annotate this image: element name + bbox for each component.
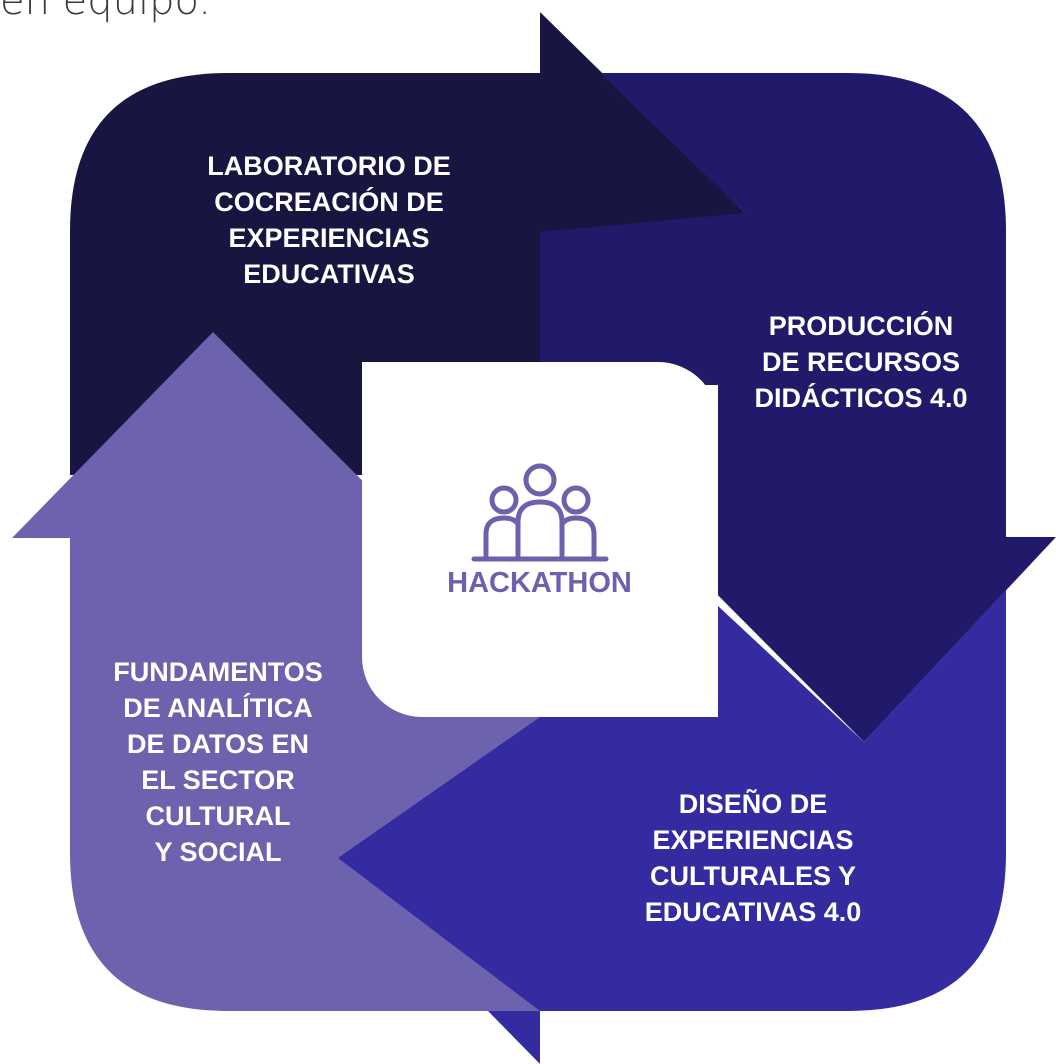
center-panel	[362, 362, 718, 717]
step-1-label: LABORATORIO DE COCREACIÓN DE EXPERIENCIA…	[207, 151, 451, 289]
step-2-label: PRODUCCIÓN DE RECURSOS DIDÁCTICOS 4.0	[754, 311, 968, 413]
center-label: HACKATHON	[447, 567, 632, 599]
step-2-arrow-shape	[540, 73, 1056, 742]
people-group-icon	[471, 463, 609, 562]
step-3-label: DISEÑO DE EXPERIENCIAS CULTURALES Y EDUC…	[644, 789, 862, 927]
header-text: en equipo.	[0, 0, 212, 24]
step-4-label: FUNDAMENTOS DE ANALÍTICA DE DATOS EN EL …	[113, 657, 323, 867]
step-4-arrow-shape	[12, 332, 540, 1011]
